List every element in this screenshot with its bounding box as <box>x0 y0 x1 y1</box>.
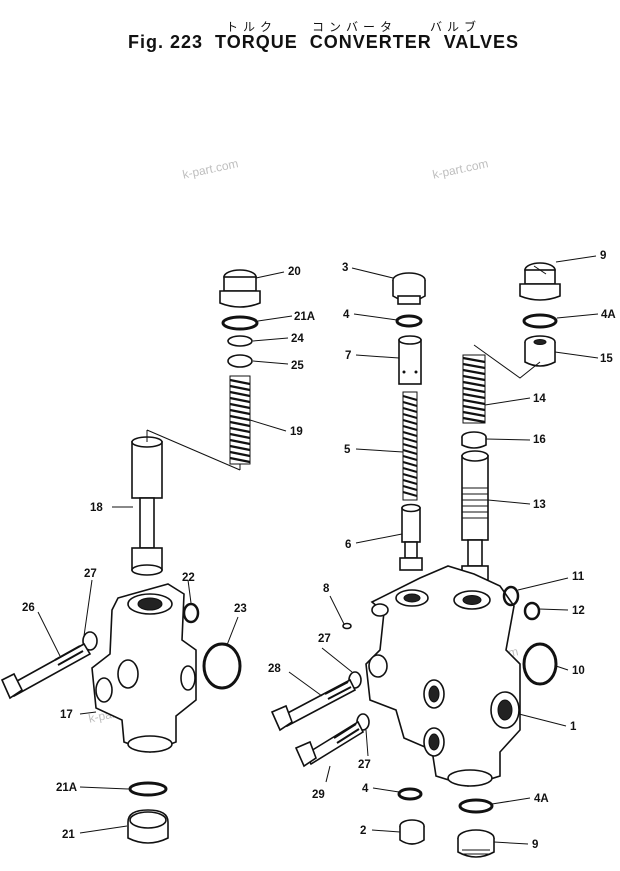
title-jp-2: コンバータ <box>312 20 398 34</box>
label-27-right-1: 27 <box>318 633 331 645</box>
part-13-spool <box>461 450 489 581</box>
label-28: 28 <box>268 663 281 675</box>
label-7: 7 <box>345 350 351 362</box>
label-20: 20 <box>288 266 301 278</box>
label-21A-bottom: 21A <box>56 782 77 794</box>
part-23-oring <box>202 642 242 690</box>
label-1: 1 <box>570 721 577 733</box>
label-14: 14 <box>533 393 546 405</box>
part-21A-oring-top <box>221 315 259 331</box>
label-4-bottom: 4 <box>362 783 369 795</box>
guide-line-18-19 <box>146 429 241 471</box>
leader-lines <box>37 255 599 845</box>
part-29-bolt <box>294 720 365 768</box>
label-16: 16 <box>533 434 546 446</box>
label-17: 17 <box>60 709 73 721</box>
part-26-bolt <box>0 642 92 700</box>
part-6-plunger <box>399 503 423 571</box>
part-17-valve-body <box>91 583 197 753</box>
title-jp-1: トルク <box>226 20 278 34</box>
part-4A-oring-top <box>522 313 558 329</box>
part-8-ball <box>342 622 352 630</box>
label-26: 26 <box>22 602 35 614</box>
label-25: 25 <box>291 360 304 372</box>
label-19: 19 <box>290 426 303 438</box>
label-6: 6 <box>345 539 351 551</box>
guide-line-14-15 <box>473 344 541 379</box>
part-14-spring <box>462 354 486 424</box>
part-5-spring <box>402 391 418 501</box>
figure-title: Fig. 223 TORQUE CONVERTER VALVES <box>128 32 520 52</box>
part-27-washer-left <box>82 631 98 651</box>
label-4A-top: 4A <box>601 309 616 321</box>
label-15: 15 <box>600 353 613 365</box>
label-21A-top: 21A <box>294 311 315 323</box>
part-25-disc <box>227 354 253 368</box>
label-23: 23 <box>234 603 247 615</box>
part-24-disc <box>227 335 253 347</box>
label-8: 8 <box>323 583 330 595</box>
part-11-oring <box>502 585 520 607</box>
part-20-plug <box>219 269 261 308</box>
part-4A-oring-bottom <box>458 798 494 814</box>
part-9-plug-bottom <box>457 829 495 858</box>
part-4-oring-bottom <box>397 787 423 801</box>
part-15-cap <box>524 335 556 367</box>
part-22-oring <box>182 602 200 624</box>
part-18-spool <box>131 436 163 576</box>
label-12: 12 <box>572 605 585 617</box>
part-3-plug <box>392 272 426 305</box>
label-9-bottom: 9 <box>532 839 538 851</box>
part-12-oring <box>523 601 541 621</box>
label-9-top: 9 <box>600 250 606 262</box>
label-18: 18 <box>90 502 103 514</box>
part-28-bolt <box>270 678 357 732</box>
part-2-plug <box>399 819 425 845</box>
part-9-plug-top <box>519 262 561 301</box>
part-10-oring <box>522 642 558 686</box>
label-22: 22 <box>182 572 195 584</box>
label-11: 11 <box>572 571 585 583</box>
label-4A-bottom: 4A <box>534 793 549 805</box>
part-21A-oring-bottom <box>128 781 168 797</box>
label-3: 3 <box>342 262 348 274</box>
label-27-right-2: 27 <box>358 759 371 771</box>
part-1-valve-body <box>365 565 521 787</box>
part-19-spring <box>229 375 251 465</box>
label-10: 10 <box>572 665 585 677</box>
title-jp-3: バルブ <box>430 20 482 34</box>
part-4-oring-top <box>395 314 423 328</box>
label-29: 29 <box>312 789 325 801</box>
part-16-disc <box>461 431 487 449</box>
label-4-top: 4 <box>343 309 350 321</box>
label-13: 13 <box>533 499 546 511</box>
label-24: 24 <box>291 333 304 345</box>
label-27-left: 27 <box>84 568 97 580</box>
label-5: 5 <box>344 444 351 456</box>
label-2: 2 <box>360 825 366 837</box>
label-21: 21 <box>62 829 75 841</box>
part-7-sleeve <box>398 335 422 385</box>
part-21-plug <box>127 809 169 844</box>
